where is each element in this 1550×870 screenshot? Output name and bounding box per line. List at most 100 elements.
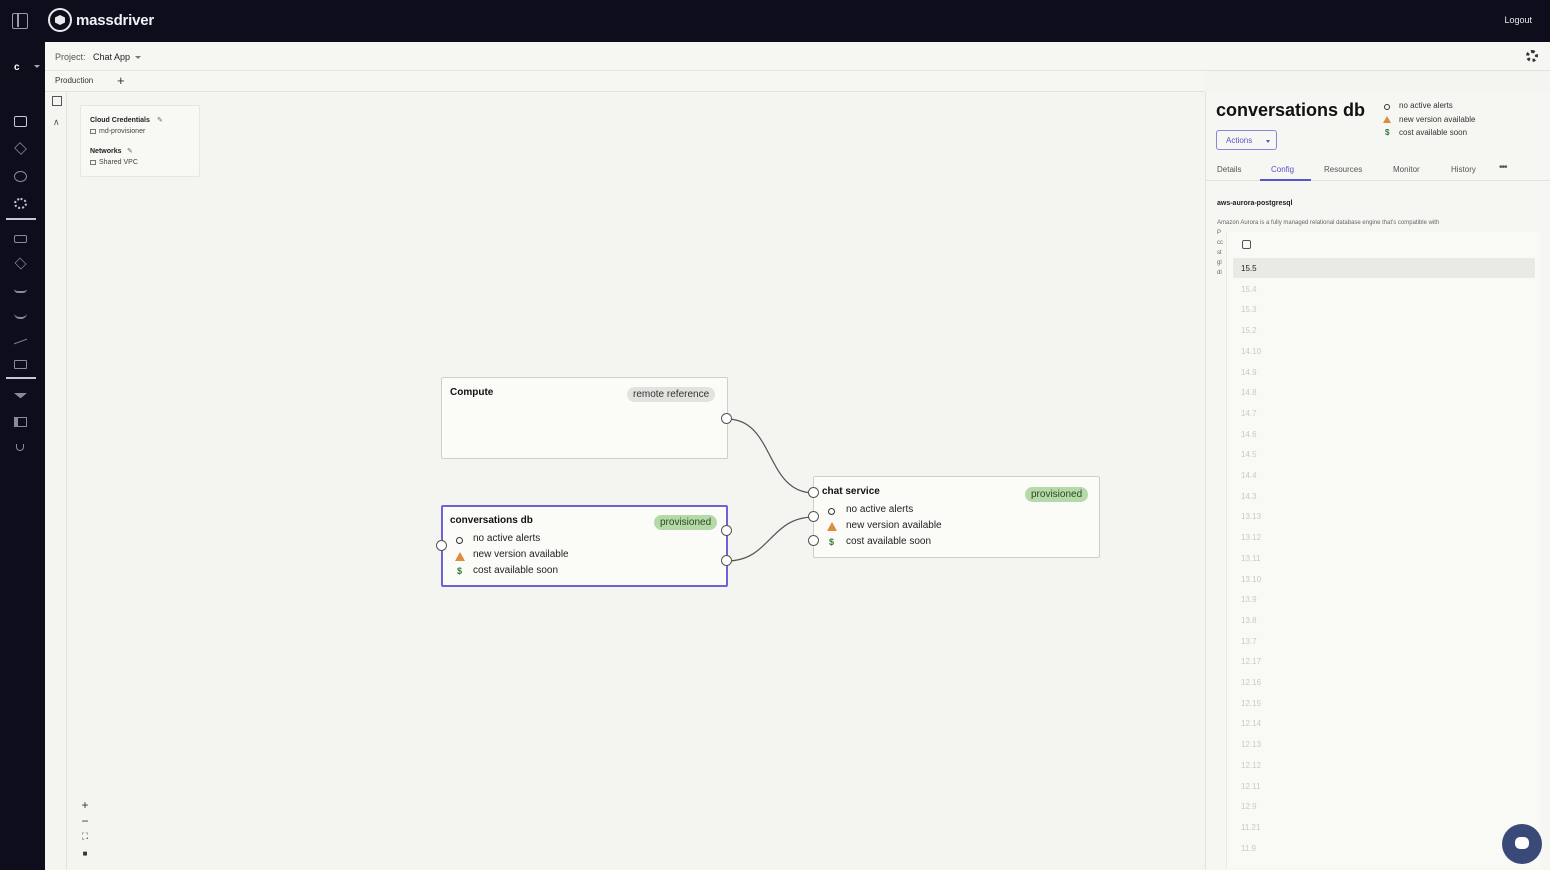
version-option[interactable]: 12.15 <box>1241 698 1262 708</box>
connection-handle[interactable] <box>721 525 732 536</box>
chat-support-icon[interactable] <box>1502 824 1542 864</box>
version-option[interactable]: 12.11 <box>1241 781 1261 791</box>
alerts-status: no active alerts <box>473 533 541 544</box>
billing-card-icon[interactable] <box>14 360 27 369</box>
chat-service-node[interactable]: chat service provisioned no active alert… <box>813 476 1100 558</box>
credential-item[interactable]: md-provisioner <box>90 128 145 135</box>
org-switcher[interactable]: c <box>14 62 20 73</box>
version-option[interactable]: 13.7 <box>1241 636 1257 646</box>
logout-link[interactable]: Logout <box>1504 15 1532 25</box>
actions-button[interactable]: Actions <box>1216 130 1277 150</box>
version-option[interactable]: 12.14 <box>1241 719 1262 729</box>
cost-status: cost available soon <box>473 565 559 576</box>
package-name: aws-aurora-postgresql <box>1217 200 1293 207</box>
tab-resources[interactable]: Resources <box>1324 165 1363 174</box>
settings-gear-icon[interactable] <box>14 198 27 209</box>
project-label: Project: <box>55 52 86 62</box>
more-options-icon[interactable]: ••• <box>1499 162 1507 173</box>
warning-icon <box>455 552 465 561</box>
package-description: Amazon Aurora is a fully managed relatio… <box>1217 220 1440 226</box>
learn-cap-icon[interactable] <box>14 393 27 398</box>
projects-icon[interactable] <box>14 116 27 127</box>
alert-circle-icon <box>456 537 463 544</box>
collapse-panel-icon[interactable] <box>52 96 62 106</box>
version-option[interactable]: 14.3 <box>1241 491 1257 501</box>
cursor-icon <box>1242 240 1251 249</box>
lock-button[interactable]: ■ <box>82 849 88 858</box>
version-option[interactable]: 14.6 <box>1241 429 1257 439</box>
version-option[interactable]: 13.10 <box>1241 574 1262 584</box>
tab-config[interactable]: Config <box>1271 165 1295 174</box>
conversations-db-node[interactable]: conversations db provisioned no active a… <box>441 505 728 587</box>
connection-compute-chat <box>726 418 815 494</box>
connection-handle[interactable] <box>721 555 732 566</box>
version-option[interactable]: 12.13 <box>1241 740 1262 750</box>
version-option[interactable]: 14.10 <box>1241 346 1262 356</box>
zoom-out-button[interactable]: − <box>81 814 89 828</box>
version-option[interactable]: 13.13 <box>1241 512 1262 522</box>
version-option[interactable]: 11.21 <box>1241 822 1261 832</box>
chevron-down-icon[interactable] <box>135 56 141 59</box>
tab-details[interactable]: Details <box>1217 165 1242 174</box>
add-environment-button[interactable]: + <box>117 73 125 88</box>
globe-icon[interactable] <box>14 171 27 182</box>
zoom-in-button[interactable]: + <box>81 798 89 812</box>
connection-handle[interactable] <box>436 540 447 551</box>
gear-icon[interactable] <box>1526 50 1538 62</box>
project-selector[interactable]: Chat App <box>93 52 131 62</box>
edit-pencil-icon[interactable]: ✎ <box>157 117 163 124</box>
connection-handle[interactable] <box>721 413 732 424</box>
connection-handle[interactable] <box>808 535 819 546</box>
actions-label: Actions <box>1226 136 1253 145</box>
infrastructure-card: Cloud Credentials ✎ md-provisioner Netwo… <box>80 105 200 177</box>
warning-icon <box>1383 116 1391 123</box>
tab-monitor[interactable]: Monitor <box>1393 165 1420 174</box>
version-option[interactable]: 13.12 <box>1241 533 1262 543</box>
version-option[interactable]: 13.8 <box>1241 615 1257 625</box>
chevron-down-icon[interactable] <box>34 65 40 68</box>
compute-node[interactable]: Compute remote reference <box>441 377 728 459</box>
version-option[interactable]: 15.3 <box>1241 305 1257 315</box>
version-option[interactable]: 14.4 <box>1241 471 1257 480</box>
version-option[interactable]: 11.9 <box>1241 843 1256 853</box>
version-option[interactable]: 12.12 <box>1241 760 1262 770</box>
version-option[interactable]: 14.5 <box>1241 450 1257 460</box>
rail-divider <box>6 377 36 379</box>
node-title: conversations db <box>450 515 533 526</box>
tab-history[interactable]: History <box>1451 165 1476 174</box>
lock-icon[interactable] <box>14 235 27 243</box>
fit-view-button[interactable]: ⛶ <box>81 831 89 841</box>
version-option[interactable]: 13.9 <box>1241 595 1257 605</box>
version-option[interactable]: 12.17 <box>1241 657 1262 667</box>
description-fragment: cc <box>1217 240 1223 246</box>
users-icon[interactable] <box>14 308 27 319</box>
version-option[interactable]: 14.8 <box>1241 388 1257 398</box>
dollar-icon: $ <box>457 566 463 576</box>
network-item[interactable]: Shared VPC <box>90 159 138 166</box>
edit-pencil-icon[interactable]: ✎ <box>127 148 133 155</box>
networks-title: Networks <box>90 148 122 155</box>
connection-handle[interactable] <box>808 511 819 522</box>
version-option[interactable]: 15.5 <box>1241 264 1257 273</box>
sidebar-toggle-icon[interactable] <box>12 13 28 29</box>
version-option[interactable]: 14.9 <box>1241 367 1257 377</box>
logo[interactable]: massdriver <box>48 8 154 32</box>
version-option[interactable]: 14.7 <box>1241 408 1257 418</box>
version-option[interactable]: 15.4 <box>1241 284 1257 294</box>
tab-production[interactable]: Production <box>55 76 94 85</box>
dollar-icon: $ <box>829 537 835 547</box>
version-option[interactable]: 13.11 <box>1241 553 1261 563</box>
version-option[interactable]: 12.9 <box>1241 802 1257 812</box>
docs-book-icon[interactable] <box>14 417 27 427</box>
fork-icon[interactable] <box>16 444 24 451</box>
network-icon <box>90 160 96 165</box>
version-dropdown[interactable]: 15.5 15.4 15.3 15.2 14.10 14.9 14.8 14.7 14.6 14.… <box>1226 232 1540 868</box>
dollar-icon: $ <box>1385 128 1390 137</box>
status-badge: provisioned <box>654 515 718 530</box>
version-option[interactable]: 12.16 <box>1241 678 1262 687</box>
version-option[interactable]: 15.2 <box>1241 326 1257 336</box>
connection-handle[interactable] <box>808 487 819 498</box>
chevron-up-icon[interactable]: ∧ <box>53 117 60 127</box>
groups-icon[interactable] <box>14 282 27 293</box>
